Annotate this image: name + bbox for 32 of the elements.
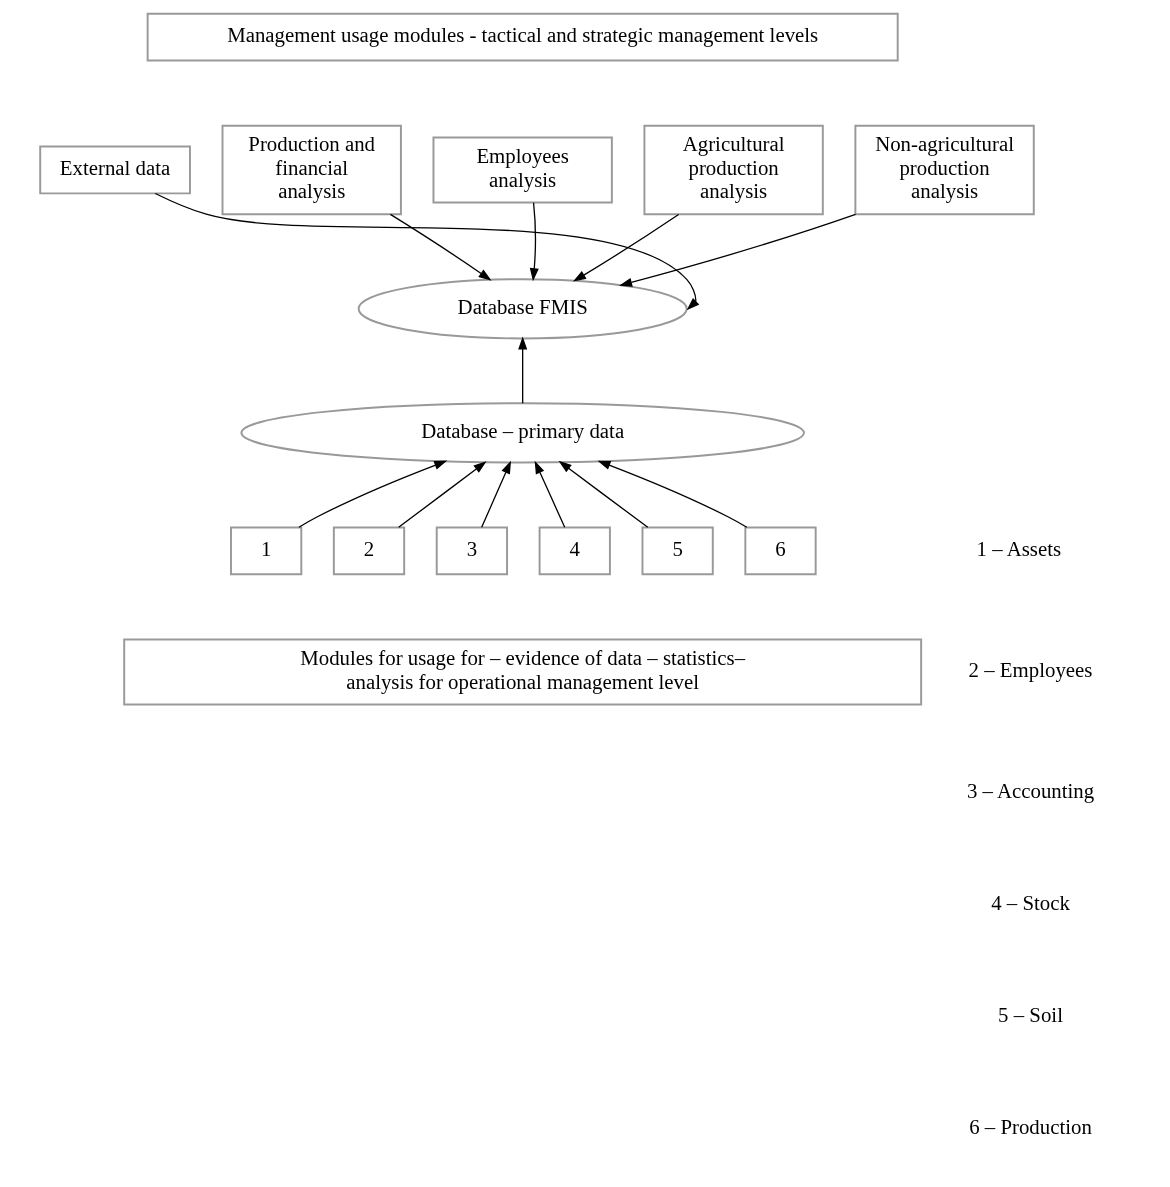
arrow bbox=[597, 460, 747, 528]
node-ellipse: Database – primary data bbox=[239, 402, 805, 464]
node-box: Agricultural production analysis bbox=[642, 124, 824, 216]
arrow bbox=[618, 213, 856, 287]
arrow bbox=[297, 460, 447, 528]
arrow bbox=[572, 213, 679, 282]
arrow bbox=[389, 213, 492, 281]
node-box: Management usage modules - tactical and strategic management levels bbox=[146, 12, 899, 62]
arrow bbox=[517, 336, 527, 404]
label: 4 – Stock bbox=[990, 891, 1070, 915]
node-box: 6 bbox=[743, 526, 817, 576]
label: 1 – Assets bbox=[976, 536, 1061, 561]
arrow bbox=[397, 461, 487, 528]
arrow bbox=[529, 202, 539, 282]
arrow bbox=[154, 192, 699, 311]
node-box: External data bbox=[38, 145, 191, 195]
label: 2 – Employees bbox=[968, 657, 1092, 682]
node-box: Non-agricultural production analysis bbox=[853, 124, 1035, 216]
node-box: 1 bbox=[229, 526, 302, 576]
node-box: 5 bbox=[641, 526, 714, 576]
node-box: Employees analysis bbox=[432, 136, 613, 204]
label: 6 – Production bbox=[968, 1114, 1092, 1139]
label: 3 – Accounting bbox=[966, 779, 1094, 804]
arrow bbox=[558, 460, 648, 528]
node-box: 2 bbox=[332, 526, 405, 576]
node-box: 3 bbox=[435, 526, 508, 576]
node-box: Modules for usage for – evidence of data – statistics– analysis for operational management level bbox=[122, 638, 922, 706]
arrow bbox=[534, 460, 565, 528]
node-box: Production and financial analysis bbox=[221, 124, 402, 216]
label: 5 – Soil bbox=[997, 1002, 1063, 1027]
arrow bbox=[480, 460, 511, 528]
node-box: 4 bbox=[538, 526, 611, 576]
